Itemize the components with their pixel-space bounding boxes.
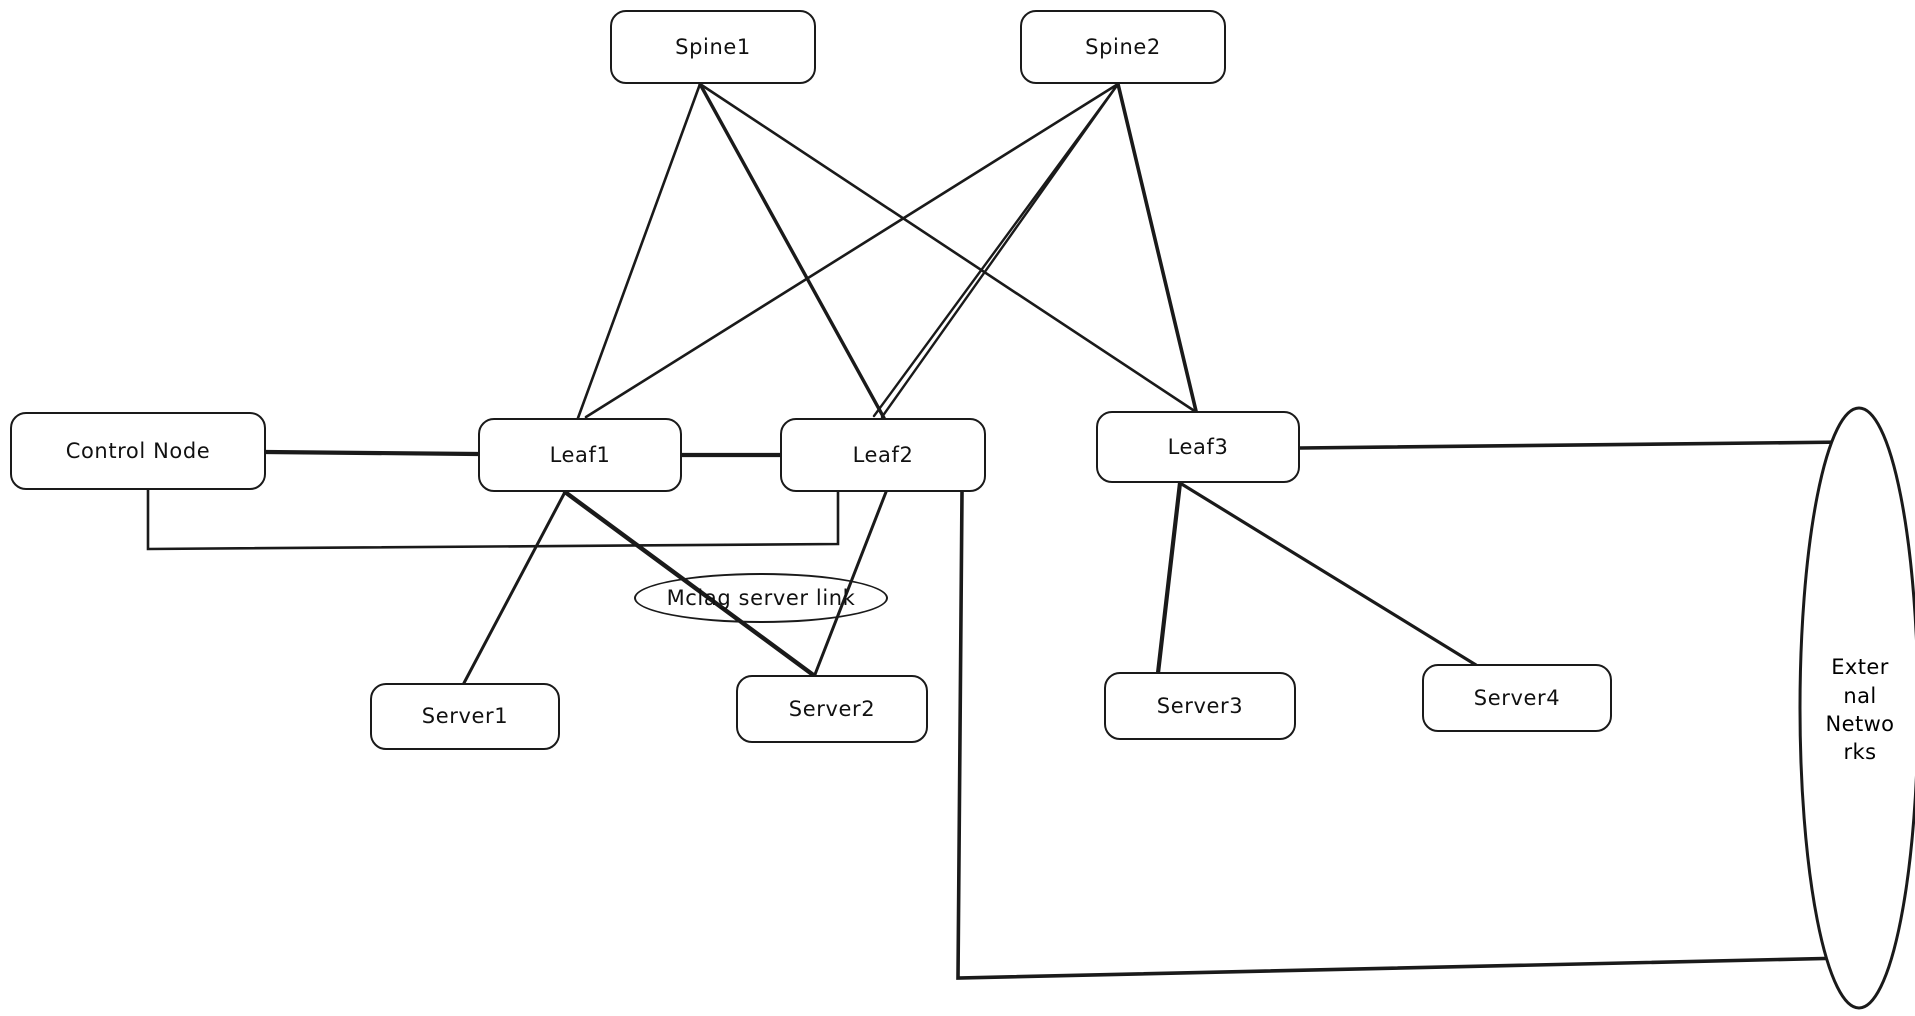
node-control-node[interactable]: Control Node (10, 412, 266, 490)
node-leaf3[interactable]: Leaf3 (1096, 411, 1300, 483)
node-server4-label: Server4 (1473, 685, 1561, 710)
edge-control-leaf1 (263, 449, 481, 457)
edge-spine1-leaf2 (698, 82, 886, 420)
node-leaf3-label: Leaf3 (1167, 434, 1229, 459)
node-server1[interactable]: Server1 (370, 683, 560, 750)
node-leaf2-label: Leaf2 (852, 442, 914, 467)
node-server3-label: Server3 (1156, 693, 1244, 718)
edge-leaf3-server3 (1155, 480, 1183, 676)
node-control-node-label: Control Node (65, 438, 211, 463)
node-server2-label: Server2 (788, 696, 876, 721)
edge-leaf3-external (1298, 440, 1850, 450)
edge-leaf3-server4 (1178, 481, 1478, 667)
edge-spine1-leaf1 (576, 82, 702, 420)
edge-spine2-leaf3 (1116, 82, 1198, 413)
node-leaf1-label: Leaf1 (549, 442, 611, 467)
node-spine1[interactable]: Spine1 (610, 10, 816, 84)
node-server2[interactable]: Server2 (736, 675, 928, 743)
edge-spine2-leaf2-b (880, 82, 1120, 419)
node-spine2[interactable]: Spine2 (1020, 10, 1226, 84)
node-spine2-label: Spine2 (1085, 34, 1161, 59)
edge-spine2-leaf1 (584, 82, 1120, 419)
node-leaf2[interactable]: Leaf2 (780, 418, 986, 492)
edge-leaf1-server1 (462, 490, 567, 685)
edge-spine1-leaf3 (698, 82, 1198, 414)
node-leaf1[interactable]: Leaf1 (478, 418, 682, 492)
node-mclag-server-link-label: Mclag server link (666, 586, 856, 610)
node-mclag-server-link[interactable]: Mclag server link (634, 573, 888, 623)
edge-control-leaf2 (146, 488, 840, 551)
node-server1-label: Server1 (421, 704, 509, 729)
external-networks-ellipse (1798, 406, 1915, 1010)
node-external-networks[interactable]: Exter nal Netwo rks (1808, 620, 1912, 800)
edge-leaf2-external (956, 490, 1848, 980)
node-external-networks-label: Exter nal Netwo rks (1825, 655, 1895, 765)
node-server4[interactable]: Server4 (1422, 664, 1612, 732)
node-spine1-label: Spine1 (675, 34, 751, 59)
node-server3[interactable]: Server3 (1104, 672, 1296, 740)
